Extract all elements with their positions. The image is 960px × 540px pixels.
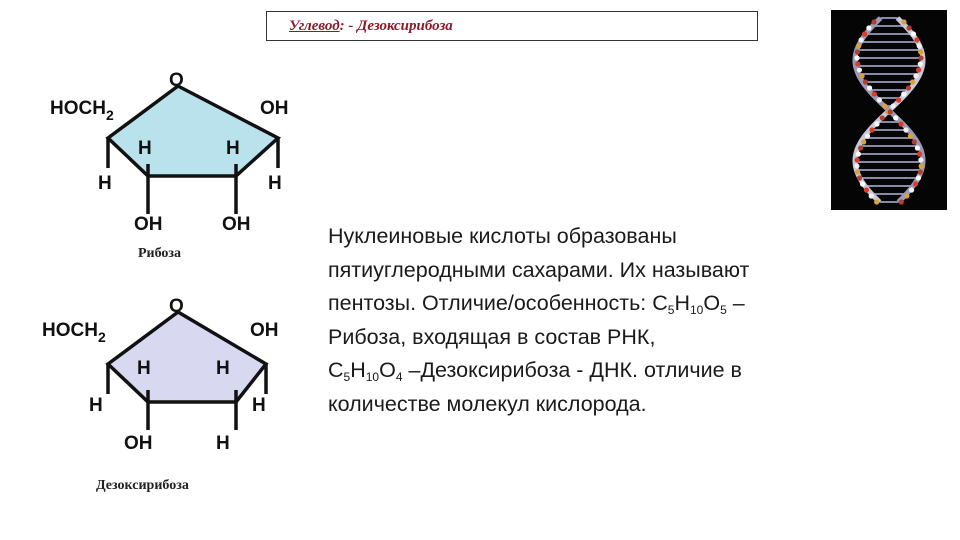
- deoxyribose-oh-right: OH: [250, 320, 279, 341]
- ribose-outer-h-right: H: [268, 173, 282, 194]
- dna-helix-image: [831, 10, 947, 210]
- paragraph-line-4: Рибоза, входящая в состав РНК,: [328, 324, 656, 349]
- deoxyribose-outer-h-left: H: [89, 395, 103, 416]
- paragraph-line-1: Нуклеиновые кислоты образованы: [328, 224, 677, 248]
- ribose-oh-bottom-left: OH: [134, 214, 163, 235]
- ribose-oh-bottom-right: OH: [222, 214, 251, 235]
- deoxyribose-inner-h-left: H: [137, 358, 151, 379]
- deoxyribose-structure: O HOCH2 OH H H H H OH H: [40, 290, 310, 465]
- deoxyribose-h-bottom-right: H: [216, 433, 230, 454]
- paragraph-line-2: пятиуглеродными сахарами. Их называют: [328, 257, 750, 282]
- title-rest: : - Дезоксирибоза: [339, 18, 453, 34]
- ribose-structure: O HOCH2 OH H H H H OH OH: [48, 64, 318, 254]
- ribose-caption: Рибоза: [138, 246, 182, 261]
- ribose-inner-h-left: H: [138, 138, 152, 159]
- ribose-oh-right: OH: [260, 98, 289, 119]
- paragraph-line-6: количестве молекул кислорода.: [328, 391, 647, 416]
- deoxyribose-caption: Дезоксирибоза: [96, 478, 189, 493]
- paragraph-line-5: С5Н10О4 –Дезоксирибоза - ДНК. отличие в: [328, 358, 742, 384]
- ribose-inner-h-right: H: [226, 138, 240, 159]
- slide-title: Углевод: - Дезоксирибоза: [289, 18, 453, 35]
- main-paragraph: Нуклеиновые кислоты образованы пятиуглер…: [328, 220, 848, 421]
- deoxyribose-hoch2: HOCH2: [42, 320, 106, 345]
- title-box: Углевод: - Дезоксирибоза: [266, 11, 758, 41]
- deoxyribose-outer-h-right: H: [252, 395, 266, 416]
- ribose-ring-oxygen: O: [169, 70, 184, 91]
- ribose-hoch2: HOCH2: [50, 98, 114, 123]
- deoxyribose-ring-oxygen: O: [169, 296, 184, 317]
- paragraph-line-3: пентозы. Отличие/особенность: С5Н10О5 –: [328, 291, 745, 317]
- ribose-outer-h-left: H: [98, 173, 112, 194]
- deoxyribose-oh-bottom-left: OH: [124, 433, 153, 454]
- deoxyribose-inner-h-right: H: [216, 358, 230, 379]
- title-label: Углевод: [289, 18, 340, 34]
